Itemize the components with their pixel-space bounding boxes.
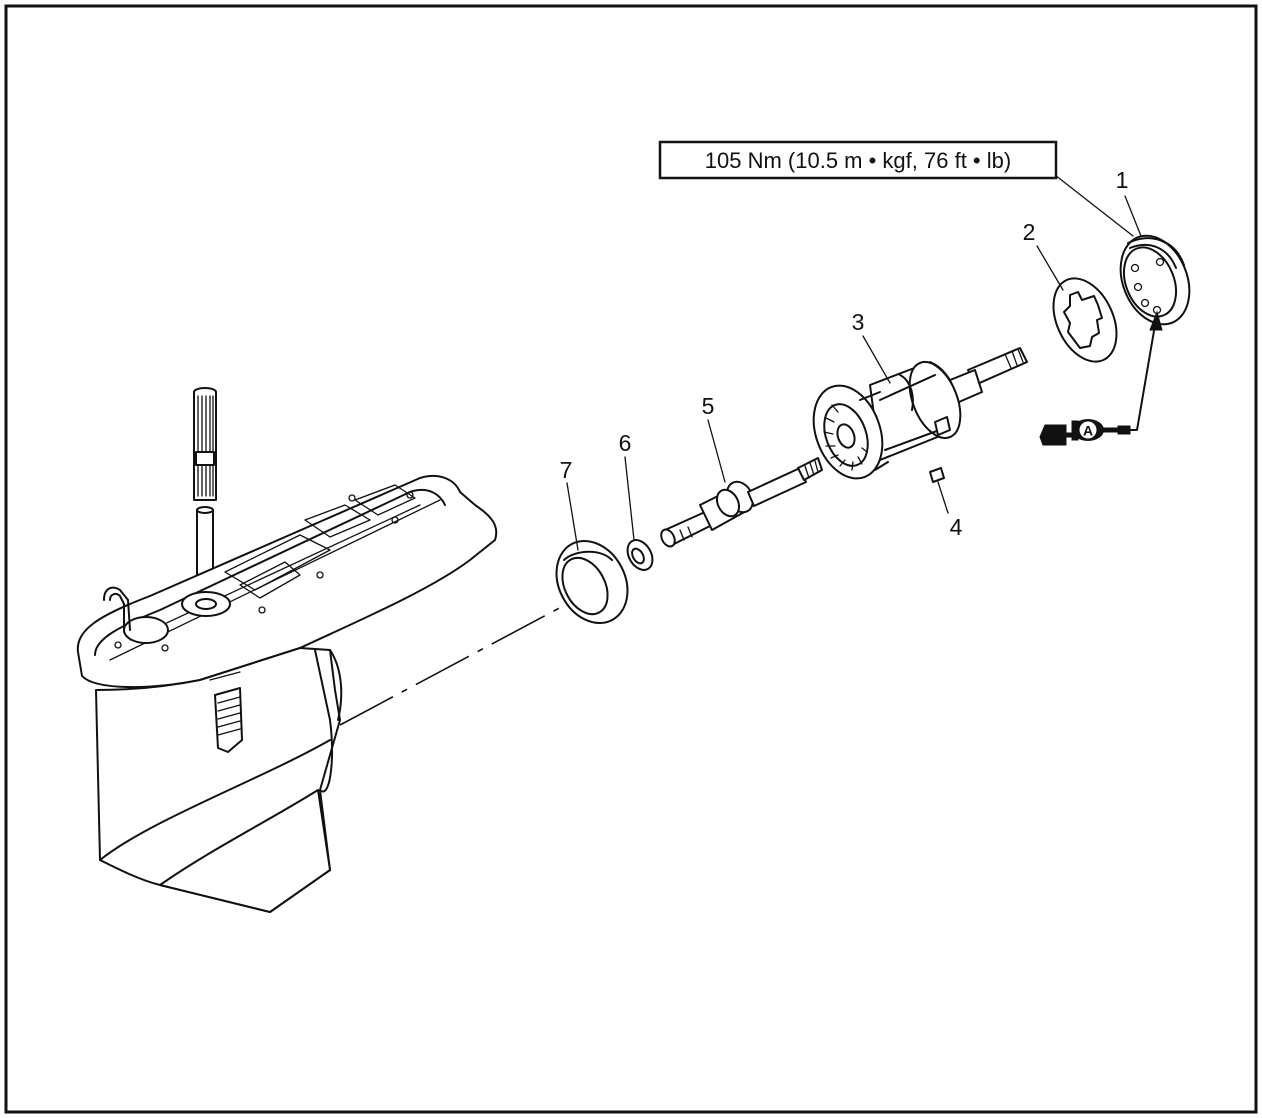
part-3-bearing-housing: [812, 347, 1028, 480]
callout-2: 2: [1023, 219, 1036, 245]
callout-3: 3: [852, 309, 865, 335]
part-7-washer: [555, 539, 629, 625]
grease-letter: A: [1083, 423, 1093, 439]
part-2-claw-washer: [1052, 277, 1118, 363]
callout-7: 7: [560, 457, 573, 483]
callout-4: 4: [950, 514, 963, 540]
lower-unit-housing: [76, 387, 498, 913]
grease-gun-icon: [1039, 420, 1079, 446]
callout-labels: 1 2 3 4 5 6 7: [560, 167, 1129, 540]
part-1-ring-nut: [1119, 234, 1191, 326]
callout-6: 6: [619, 430, 632, 456]
diagram-border: [4, 4, 1258, 1114]
torque-spec-text: 105 Nm (10.5 m • kgf, 76 ft • lb): [705, 148, 1011, 173]
drive-shaft: [193, 387, 217, 599]
part-5-propeller-shaft: [660, 457, 823, 548]
grease-arrow-head: [1149, 310, 1163, 331]
water-inlet-grille: [214, 687, 243, 753]
assembly-center-line: [339, 596, 581, 726]
callout-5: 5: [702, 393, 715, 419]
torque-spec-box: 105 Nm (10.5 m • kgf, 76 ft • lb): [658, 140, 1058, 180]
part-6-washer: [626, 539, 654, 571]
leader-lines: [566, 174, 1142, 551]
callout-1: 1: [1116, 167, 1129, 193]
part-4-key: [929, 467, 945, 483]
grease-symbol: A: [1039, 310, 1163, 446]
